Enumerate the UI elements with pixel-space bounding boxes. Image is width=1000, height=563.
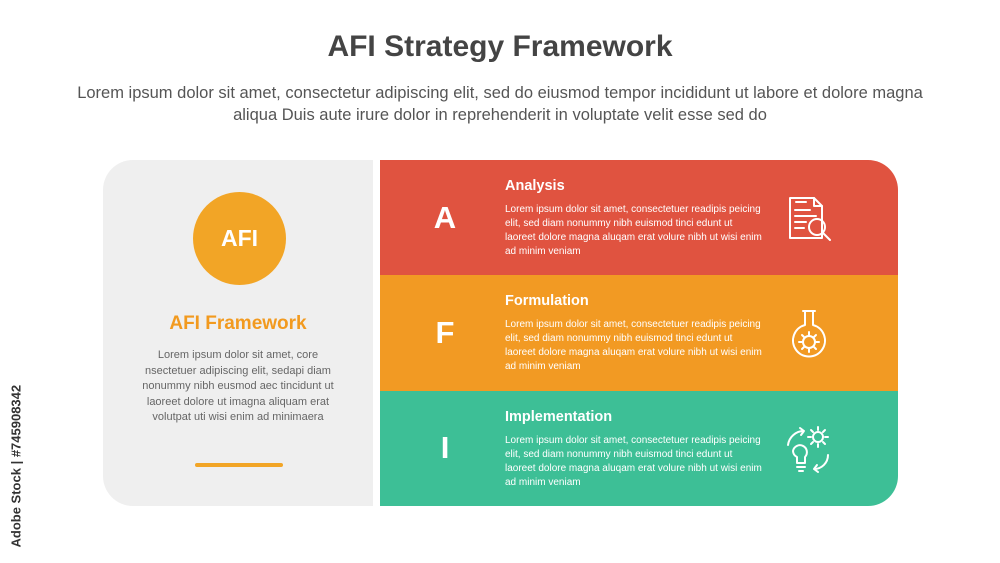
stage-letter: A xyxy=(433,199,457,235)
accent-divider xyxy=(195,463,283,467)
stock-watermark: Adobe Stock | #745908342 xyxy=(6,320,26,550)
stage-description: Lorem ipsum dolor sit amet, consectetuer… xyxy=(505,319,762,373)
stage-letter: I xyxy=(440,430,450,466)
stage-description: Lorem ipsum dolor sit amet, consectetuer… xyxy=(505,204,762,257)
stage-description: Lorem ipsum dolor sit amet, consectetuer… xyxy=(505,434,762,488)
stage-implementation: I Implementation Lorem ipsum dolor sit a… xyxy=(380,390,898,506)
stage-formulation: F Formulation Lorem ipsum dolor sit amet… xyxy=(380,275,898,391)
stage-title: Formulation xyxy=(505,293,589,310)
afi-circle-label: AFI xyxy=(220,225,259,251)
page-subtitle: Lorem ipsum dolor sit amet, consectetur … xyxy=(77,84,923,124)
afi-framework-panel: AFI AFI Framework Lorem ipsum dolor sit … xyxy=(103,160,373,506)
stage-title: Implementation xyxy=(505,408,613,425)
framework-description: Lorem ipsum dolor sit amet, core nsectet… xyxy=(142,349,334,423)
afi-circle-badge: AFI xyxy=(193,192,286,285)
stage-analysis: A Analysis Lorem ipsum dolor sit amet, c… xyxy=(380,160,898,276)
flask-gear-icon xyxy=(780,305,838,363)
watermark-text: Adobe Stock | #745908342 xyxy=(8,384,24,548)
framework-heading: AFI Framework xyxy=(169,313,307,334)
page-title: AFI Strategy Framework xyxy=(327,30,673,63)
document-search-icon xyxy=(780,190,838,248)
bulb-gear-cycle-icon xyxy=(780,421,838,479)
stage-letter: F xyxy=(435,314,455,350)
stage-title: Analysis xyxy=(505,178,565,194)
stage-bands: A Analysis Lorem ipsum dolor sit amet, c… xyxy=(380,160,898,506)
